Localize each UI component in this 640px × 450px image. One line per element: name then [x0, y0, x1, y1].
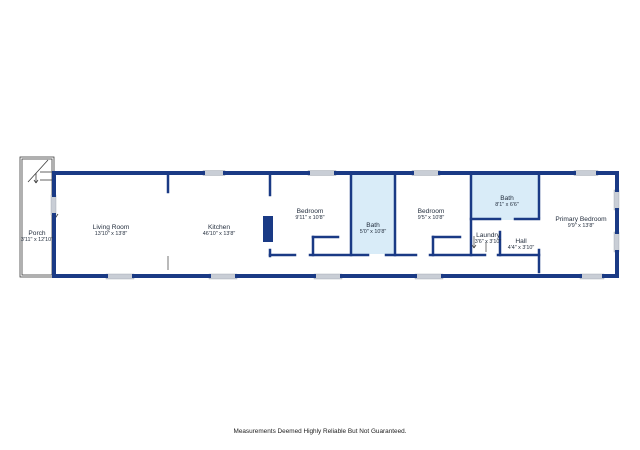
living-room-dims: 13'10" x 13'8" [95, 231, 128, 237]
bath-2-fill [472, 174, 539, 220]
bath-1-fill [352, 174, 394, 254]
bedroom-2-label: Bedroom [418, 208, 445, 215]
primary-bedroom-dims: 9'9" x 13'8" [568, 223, 595, 229]
bedroom-2-dims: 9'5" x 10'8" [418, 215, 445, 221]
bath-2-label: Bath [500, 195, 514, 202]
bath-2-dims: 8'1" x 6'6" [495, 202, 519, 208]
bedroom-1-dims: 9'11" x 10'8" [295, 215, 324, 221]
hall-dims: 4'4" x 3'10" [508, 245, 535, 251]
porch-label: Porch [28, 230, 46, 237]
laundry-label: Laundry [476, 232, 501, 239]
kitchen-label: Kitchen [208, 224, 230, 231]
porch-dims: 3'11" x 12'10" [21, 237, 53, 243]
laundry-dims: 3'6" x 3'10" [475, 239, 502, 245]
kitchen-dims: 46'10" x 13'8" [203, 231, 236, 237]
primary-bedroom-label: Primary Bedroom [555, 216, 607, 223]
windows [50, 170, 620, 280]
bath-1-dims: 5'0" x 10'8" [360, 229, 387, 235]
bedroom-1-label: Bedroom [297, 208, 324, 215]
porch-outline [19, 156, 59, 278]
bath-1-label: Bath [366, 222, 380, 229]
living-room-label: Living Room [93, 224, 130, 231]
hall-label: Hall [515, 238, 527, 245]
walls [52, 171, 619, 278]
door-marks [167, 236, 487, 270]
kitchen-fixture [263, 216, 273, 242]
disclaimer-text: Measurements Deemed Highly Reliable But … [233, 428, 407, 435]
